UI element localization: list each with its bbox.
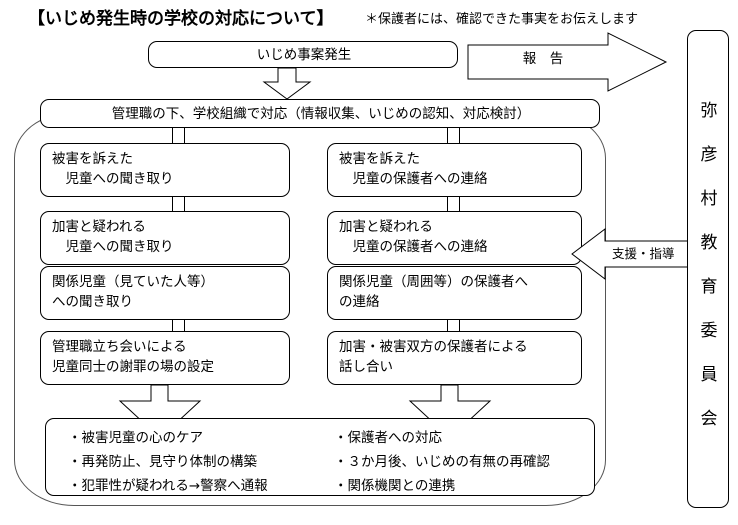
summary-column-a: ・被害児童の心のケア ・再発防止、見守り体制の構築 ・犯罪性が疑われる→警察へ通… bbox=[68, 430, 268, 494]
report-arrow: 報 告 bbox=[467, 32, 668, 93]
page-title: 【いじめ発生時の学校の対応について】 bbox=[28, 9, 334, 29]
org-response-label: 管理職の下、学校組織で対応（情報収集、いじめの認知、対応検討） bbox=[111, 106, 531, 122]
right-step-label-3: 関係児童（周囲等）の保護者へ の連絡 bbox=[339, 274, 528, 310]
left-step-label-3: 関係児童（見ていた人等） への聞き取り bbox=[52, 274, 214, 310]
right-step-label-4: 加害・被害双方の保護者による 話し合い bbox=[339, 339, 528, 375]
summary-column-b: ・保護者への対応 ・３か月後、いじめの有無の再確認 ・関係機関との連携 bbox=[334, 430, 550, 494]
connector-right-2 bbox=[447, 197, 460, 211]
support-arrow-label: 支援・指導 bbox=[612, 246, 675, 261]
support-arrow bbox=[571, 227, 691, 281]
connector-left-1 bbox=[172, 128, 185, 143]
incident-label: いじめ事案発生 bbox=[256, 47, 352, 63]
left-step-box-3: 関係児童（見ていた人等） への聞き取り bbox=[40, 266, 290, 320]
connector-left-3 bbox=[172, 320, 185, 331]
right-step-box-4: 加害・被害双方の保護者による 話し合い bbox=[327, 331, 582, 385]
right-step-box-3: 関係児童（周囲等）の保護者へ の連絡 bbox=[327, 266, 582, 320]
connector-right-3 bbox=[447, 320, 460, 331]
left-step-box-1: 被害を訴えた 児童への聞き取り bbox=[40, 143, 290, 197]
board-of-education-label: 弥 彦 村 教 育 委 員 会 bbox=[700, 101, 718, 429]
connector-left-2 bbox=[172, 197, 185, 211]
right-step-label-2: 加害と疑われる 児童の保護者への連絡 bbox=[339, 219, 488, 255]
summary-box: ・被害児童の心のケア ・再発防止、見守り体制の構築 ・犯罪性が疑われる→警察へ通… bbox=[45, 418, 595, 496]
left-step-label-1: 被害を訴えた 児童への聞き取り bbox=[52, 151, 174, 187]
report-arrow-label: 報 告 bbox=[522, 51, 564, 67]
right-step-box-2: 加害と疑われる 児童の保護者への連絡 bbox=[327, 211, 582, 265]
left-step-label-4: 管理職立ち会いによる 児童同士の謝罪の場の設定 bbox=[52, 339, 214, 375]
incident-box: いじめ事案発生 bbox=[148, 41, 458, 68]
header-note: ＊保護者には、確認できた事実をお伝えします bbox=[365, 12, 639, 27]
right-step-label-1: 被害を訴えた 児童の保護者への連絡 bbox=[339, 151, 488, 187]
org-response-box: 管理職の下、学校組織で対応（情報収集、いじめの認知、対応検討） bbox=[40, 99, 600, 128]
connector-right-1 bbox=[447, 128, 460, 143]
right-step-box-1: 被害を訴えた 児童の保護者への連絡 bbox=[327, 143, 582, 197]
left-step-label-2: 加害と疑われる 児童への聞き取り bbox=[52, 219, 174, 255]
down-arrow-to-org bbox=[262, 67, 312, 100]
left-step-box-2: 加害と疑われる 児童への聞き取り bbox=[40, 211, 290, 265]
board-of-education-box: 弥 彦 村 教 育 委 員 会 bbox=[687, 30, 729, 508]
left-step-box-4: 管理職立ち会いによる 児童同士の謝罪の場の設定 bbox=[40, 331, 290, 385]
